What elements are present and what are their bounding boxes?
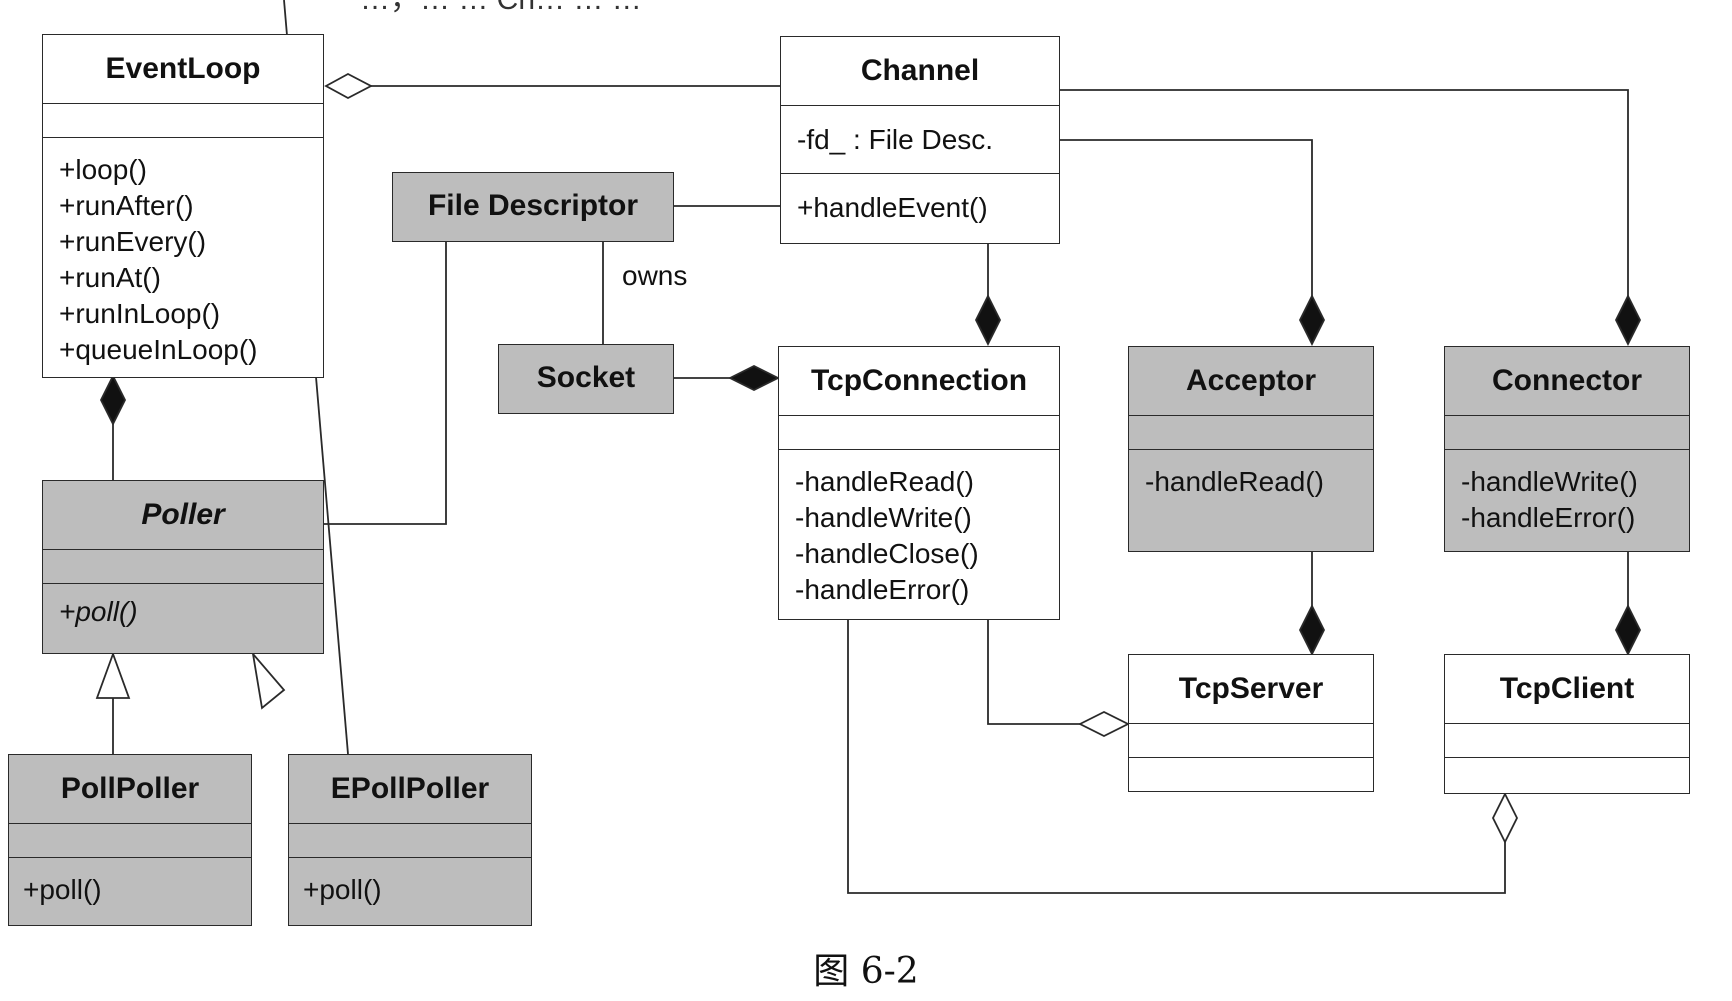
composition-diamond (1614, 603, 1642, 657)
class-connector: Connector -handleWrite() -handleError() (1444, 346, 1690, 552)
operation: +queueInLoop() (59, 334, 258, 365)
operation: +runAt() (59, 262, 161, 293)
class-name: TcpClient (1445, 655, 1689, 724)
class-acceptor: Acceptor -handleRead() (1128, 346, 1374, 552)
edge-tcpconnection-tcpserver (987, 620, 1080, 725)
attributes-compartment (1445, 416, 1689, 450)
class-name: Socket (536, 361, 636, 394)
class-name: TcpConnection (779, 347, 1059, 416)
class-epollpoller: EPollPoller +poll() (288, 754, 532, 926)
edge-channel-connector (1058, 89, 1629, 296)
edge-channel-acceptor (1058, 139, 1313, 296)
composition-diamond (1298, 293, 1326, 347)
figure-caption: 图 6-2 (813, 951, 919, 992)
class-socket: Socket (498, 344, 674, 414)
operation: -handleRead() (1145, 466, 1324, 497)
attributes-compartment: -fd_ : File Desc. (781, 106, 1059, 174)
top-cropped-text: …，… … Ch… … … (360, 0, 642, 18)
attributes-compartment (43, 104, 323, 138)
attributes-compartment (1129, 724, 1373, 758)
edge-filedescriptor-poller (322, 240, 447, 525)
operations-compartment: -handleWrite() -handleError() (1445, 450, 1689, 536)
class-name: File Descriptor (427, 189, 639, 222)
operations-compartment: +poll() (289, 858, 531, 908)
class-poller: Poller +poll() (42, 480, 324, 654)
inheritance-triangle (95, 651, 131, 699)
operation: -handleWrite() (795, 502, 972, 533)
composition-diamond (1298, 603, 1326, 657)
aggregation-diamond (1077, 710, 1131, 738)
composition-diamond (1614, 293, 1642, 347)
attributes-compartment (1445, 724, 1689, 758)
operations-compartment: +poll() (43, 584, 323, 630)
class-name: Poller (43, 481, 323, 550)
operation: +runAfter() (59, 190, 194, 221)
composition-diamond (727, 364, 781, 392)
class-name: EPollPoller (289, 755, 531, 824)
operation: +loop() (59, 154, 147, 185)
operation: -handleRead() (795, 466, 974, 497)
class-name: Acceptor (1129, 347, 1373, 416)
attributes-compartment (289, 824, 531, 858)
operation: -handleError() (1461, 502, 1636, 533)
class-name: PollPoller (9, 755, 251, 824)
inheritance-triangle (251, 650, 286, 710)
class-name: Channel (781, 37, 1059, 106)
operations-compartment: +handleEvent() (781, 174, 1059, 242)
operation: -handleError() (795, 574, 970, 605)
operations-compartment: -handleRead() -handleWrite() -handleClos… (779, 450, 1059, 608)
aggregation-diamond (1491, 791, 1519, 845)
attributes-compartment (43, 550, 323, 584)
attributes-compartment (9, 824, 251, 858)
composition-diamond (99, 373, 127, 427)
class-name: TcpServer (1129, 655, 1373, 724)
operation: -handleWrite() (1461, 466, 1638, 497)
operations-compartment: -handleRead() (1129, 450, 1373, 500)
operations-compartment: +loop() +runAfter() +runEvery() +runAt()… (43, 138, 323, 368)
attributes-compartment (1129, 416, 1373, 450)
class-tcpclient: TcpClient (1444, 654, 1690, 794)
class-tcpconnection: TcpConnection -handleRead() -handleWrite… (778, 346, 1060, 620)
aggregation-diamond (324, 72, 373, 100)
class-tcpserver: TcpServer (1128, 654, 1374, 792)
class-name: EventLoop (43, 35, 323, 104)
operation: -handleClose() (795, 538, 979, 569)
operation: +poll() (59, 596, 138, 627)
operations-compartment: +poll() (9, 858, 251, 908)
operation: +poll() (303, 874, 382, 905)
class-channel: Channel -fd_ : File Desc. +handleEvent() (780, 36, 1060, 244)
operation: +handleEvent() (797, 192, 988, 223)
class-eventloop: EventLoop +loop() +runAfter() +runEvery(… (42, 34, 324, 378)
operation: +runEvery() (59, 226, 207, 257)
class-pollpoller: PollPoller +poll() (8, 754, 252, 926)
class-name: Connector (1445, 347, 1689, 416)
owns-label: owns (622, 260, 688, 291)
edge-tcpconnection-tcpclient (847, 620, 1506, 894)
operation: +poll() (23, 874, 102, 905)
attribute: -fd_ : File Desc. (797, 123, 994, 155)
class-filedescriptor: File Descriptor (392, 172, 674, 242)
attributes-compartment (779, 416, 1059, 450)
composition-diamond (974, 293, 1002, 347)
operation: +runInLoop() (59, 298, 221, 329)
